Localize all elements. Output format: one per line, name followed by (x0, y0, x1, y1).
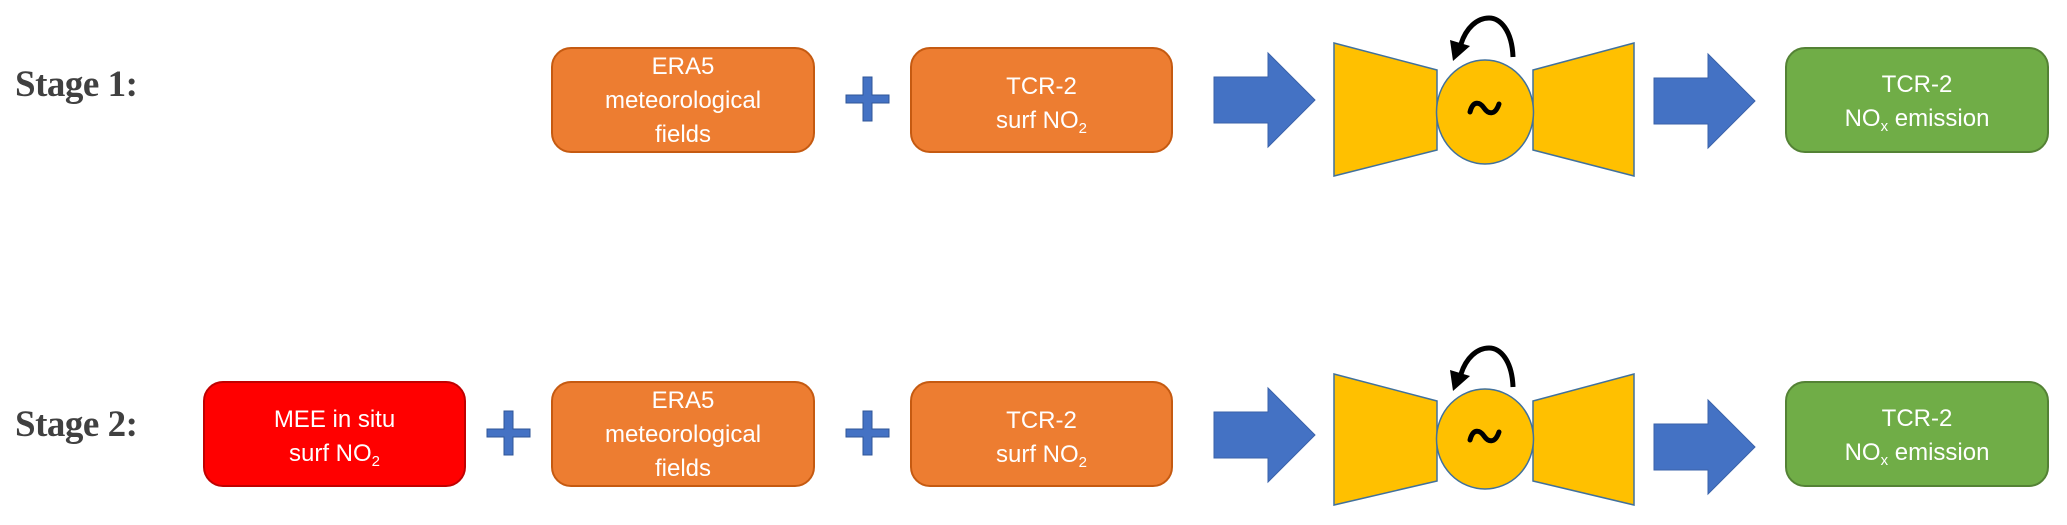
plus-icon (845, 76, 890, 122)
emission-text: emission (1888, 439, 1990, 466)
stage-1-label: Stage 1: (15, 64, 138, 105)
generator-icon (1333, 15, 1635, 177)
surf-no-text: surf NO (288, 440, 372, 467)
tilde-icon (1467, 428, 1502, 444)
right-arrow-icon (1653, 399, 1756, 495)
era5-line-3: fields (654, 455, 712, 482)
era5-line-1: ERA5 (651, 53, 715, 80)
plus-icon (845, 410, 890, 456)
stage-1-nox-emission-box: TCR-2 NOx emission (1785, 47, 2049, 153)
right-arrow-icon (1213, 52, 1316, 148)
stage-2-label: Stage 2: (15, 404, 138, 445)
left-trapezoid (1333, 42, 1438, 177)
era5-line-2: meteorological (604, 421, 762, 448)
output-line-1: TCR-2 (1881, 405, 1953, 432)
surf-no2-line: surf NO2 (996, 104, 1087, 138)
stage-2-era5-box: ERA5 meteorological fields (551, 381, 815, 487)
mee-line-1: MEE in situ (273, 406, 396, 433)
emission-text: emission (1888, 105, 1990, 132)
tcr2-line-1: TCR-2 (1006, 73, 1077, 100)
generator-icon (1333, 345, 1635, 506)
subscript-2: 2 (1078, 120, 1088, 137)
no-text: NO (1844, 439, 1881, 466)
tilde-icon (1467, 100, 1502, 116)
stage-1-tcr2-surf-no2-box: TCR-2 surf NO2 (910, 47, 1173, 153)
rotation-arrow-icon (1458, 15, 1516, 58)
plus-icon (486, 410, 531, 456)
subscript-x: x (1880, 452, 1889, 469)
nox-emission-line: NOx emission (1845, 102, 1990, 136)
no-text: NO (1844, 105, 1881, 132)
surf-no-text: surf NO (995, 441, 1079, 468)
surf-no2-line: surf NO2 (996, 438, 1087, 472)
nox-emission-line: NOx emission (1845, 436, 1990, 470)
output-line-1: TCR-2 (1881, 71, 1953, 98)
right-arrow-icon (1653, 53, 1756, 149)
surf-no-text: surf NO (995, 107, 1079, 134)
subscript-x: x (1880, 118, 1889, 135)
era5-line-1: ERA5 (651, 387, 715, 414)
rotation-arrowhead (1450, 40, 1470, 61)
subscript-2: 2 (371, 453, 381, 470)
rotation-arrow-icon (1458, 345, 1516, 388)
subscript-2: 2 (1078, 454, 1088, 471)
right-arrow-icon (1213, 387, 1316, 483)
left-trapezoid (1333, 373, 1438, 506)
stage-2-mee-in-situ-box: MEE in situ surf NO2 (203, 381, 466, 487)
stage-2-nox-emission-box: TCR-2 NOx emission (1785, 381, 2049, 487)
era5-line-3: fields (654, 121, 712, 148)
stage-2-tcr2-surf-no2-box: TCR-2 surf NO2 (910, 381, 1173, 487)
surf-no2-line: surf NO2 (274, 437, 395, 471)
right-trapezoid (1532, 373, 1635, 506)
rotation-arrowhead (1450, 370, 1470, 391)
era5-line-2: meteorological (604, 87, 762, 114)
right-trapezoid (1532, 42, 1635, 177)
tcr2-line-1: TCR-2 (1006, 407, 1077, 434)
stage-1-era5-box: ERA5 meteorological fields (551, 47, 815, 153)
